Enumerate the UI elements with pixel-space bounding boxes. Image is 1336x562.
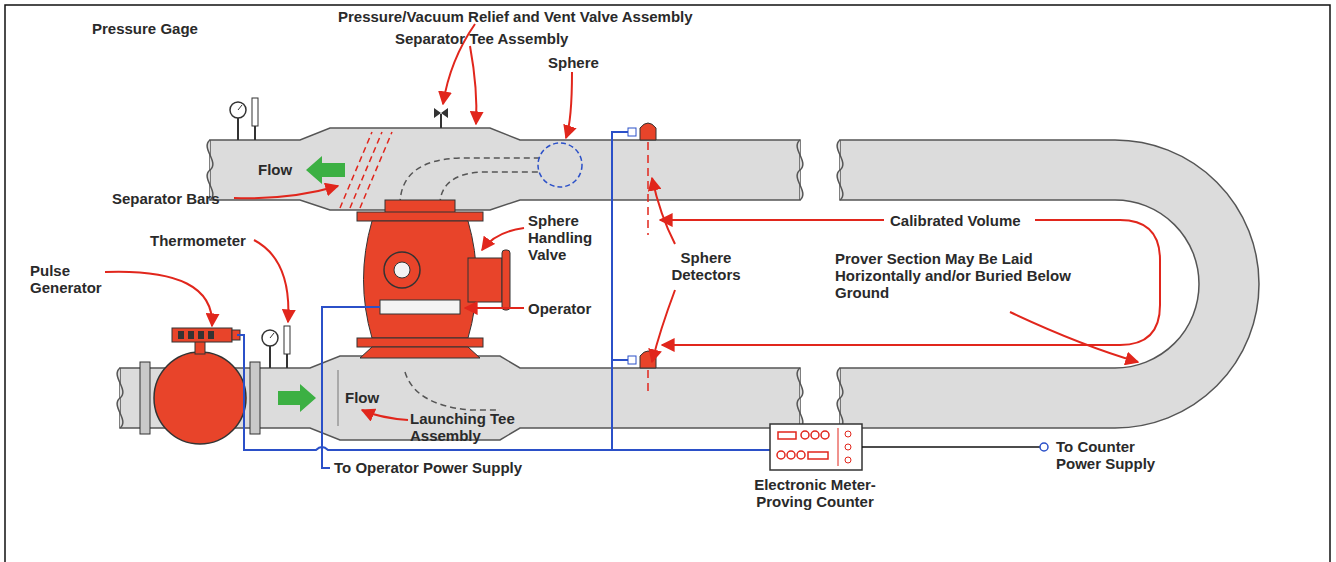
part-label: Separator Bars: [112, 190, 220, 207]
separator-bars: [340, 132, 392, 208]
part-label: Pressure/Vacuum Relief and Vent Valve As…: [338, 8, 693, 25]
sphere-path: [400, 158, 540, 205]
part-label: Launching Tee Assembly: [410, 410, 535, 444]
meter-proving-counter: [770, 424, 1048, 470]
sphere-path: [405, 372, 500, 410]
meter: [140, 328, 260, 444]
pressure-gage: [230, 98, 258, 140]
part-label: Sphere Detectors: [664, 249, 748, 283]
flow-arrow: [306, 156, 345, 184]
leader-line: [105, 24, 1160, 420]
vent-valve: [434, 108, 448, 128]
pipe: [210, 128, 800, 210]
part-label: Thermometer: [150, 232, 246, 249]
part-label: Calibrated Volume: [890, 212, 1021, 229]
sphere-handling-valve: [357, 200, 510, 358]
part-label: Sphere Handling Valve: [528, 212, 606, 263]
part-label: Flow: [258, 161, 292, 178]
part-label: Electronic Meter-Proving Counter: [740, 476, 890, 510]
part-label: Flow: [345, 389, 379, 406]
part-label: Sphere: [548, 54, 599, 71]
part-label: To Counter Power Supply: [1056, 438, 1168, 472]
signal-wire: [237, 132, 770, 468]
part-label: Pulse Generator: [30, 262, 110, 296]
flow-arrow: [278, 384, 316, 412]
detector-line: [647, 142, 649, 395]
part-label: To Operator Power Supply: [334, 459, 522, 476]
part-label: Prover Section May Be Laid Horizontally …: [835, 250, 1105, 301]
thermometer: [262, 326, 290, 368]
part-label: Separator Tee Assembly: [395, 30, 568, 47]
sphere: [538, 143, 582, 187]
part-label: Pressure Gage: [92, 20, 198, 37]
sphere-detector: [628, 123, 656, 368]
part-label: Operator: [528, 300, 591, 317]
frame: [5, 5, 1330, 562]
launching-tee-line: [338, 370, 339, 426]
